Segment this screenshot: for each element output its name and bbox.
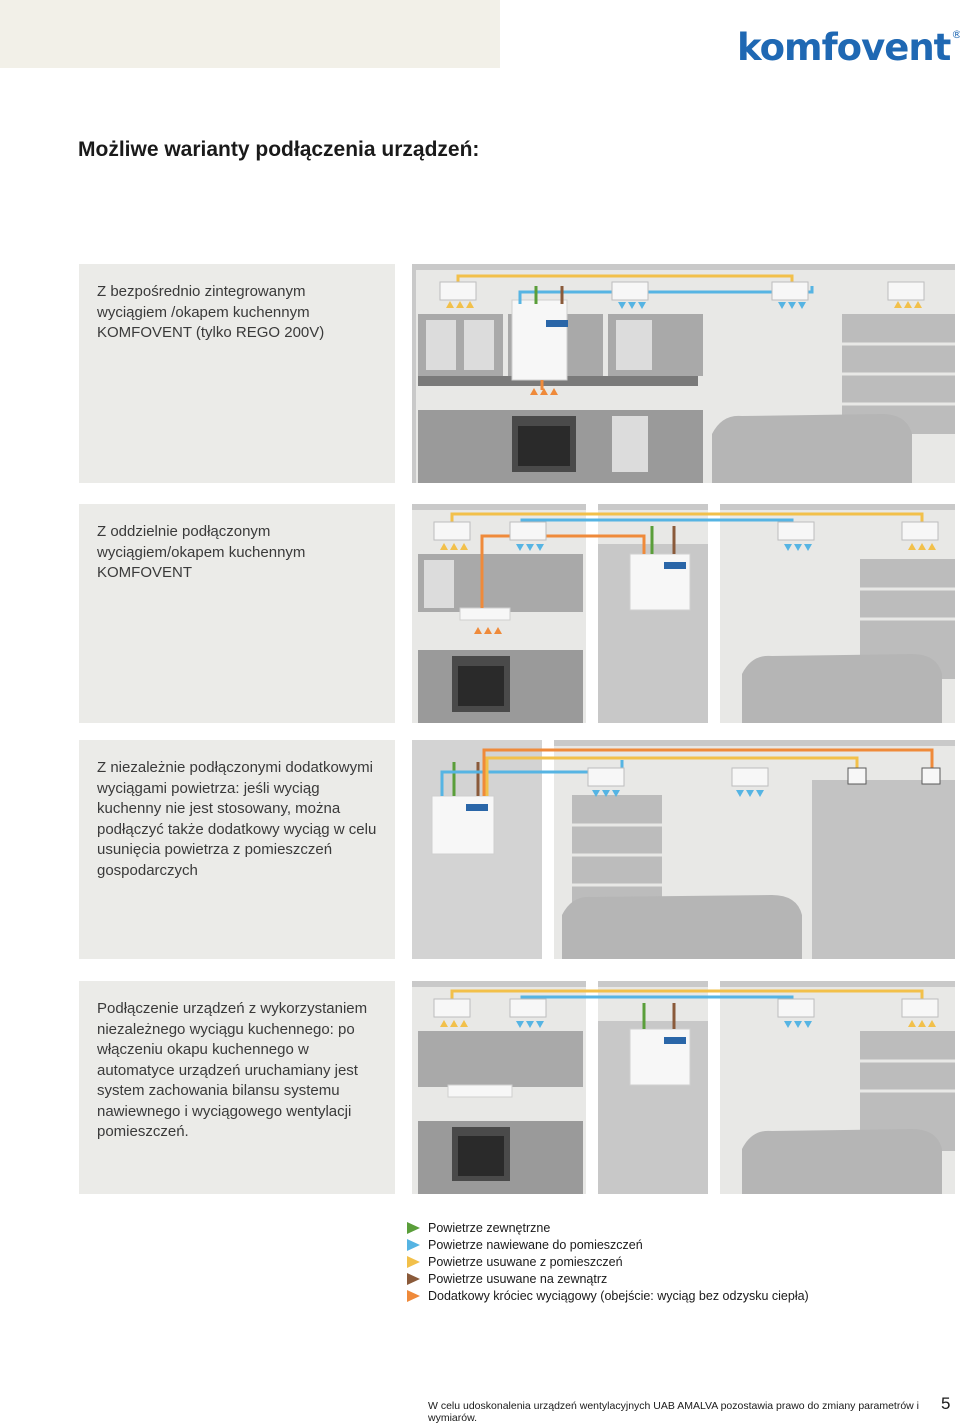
ceiling — [412, 981, 955, 987]
airflow-arrows — [446, 301, 922, 395]
section-text: Z bezpośrednio zintegrowanym wyciągiem /… — [97, 283, 325, 341]
legend-item: Dodatkowy króciec wyciągowy (obejście: w… — [407, 1287, 809, 1304]
page-title: Możliwe warianty podłączenia urządzeń: — [78, 138, 480, 161]
legend-label: Powietrze usuwane z pomieszczeń — [428, 1254, 623, 1269]
diagram-separate-hood — [412, 504, 955, 723]
diagram-additional-extracts — [412, 740, 955, 959]
logo-mark: ® — [951, 28, 960, 41]
footer-note: W celu udoskonalenia urządzeń wentylacyj… — [428, 1400, 920, 1424]
sofa — [742, 654, 942, 723]
ceiling — [412, 740, 955, 746]
page-number: 5 — [941, 1394, 951, 1413]
bypass-air-arrow-icon — [407, 1289, 420, 1302]
kitchen-hood — [447, 1084, 513, 1098]
airflow-arrows — [440, 1020, 936, 1028]
airflow-legend: Powietrze zewnętrzne Powietrze nawiewane… — [407, 1219, 809, 1304]
komfovent-logo: komfovent® — [737, 26, 960, 69]
wall-partition — [542, 740, 554, 959]
section-3-description: Z niezależnie podłączonymi dodatkowymi w… — [79, 740, 395, 959]
supply-air-arrow-icon — [407, 1238, 420, 1251]
unit-badge — [466, 804, 488, 811]
section-text: Podłączenie urządzeń z wykorzystaniem ni… — [97, 1000, 368, 1140]
diagram-integrated-hood — [412, 264, 955, 483]
unit-badge — [664, 562, 686, 569]
sofa — [562, 895, 802, 959]
ceiling — [412, 264, 955, 270]
extract-air-arrow-icon — [407, 1255, 420, 1268]
ventilation-unit — [511, 299, 568, 381]
unit-badge — [546, 320, 568, 327]
living-room-shelves — [842, 314, 955, 434]
wall-partition — [708, 981, 720, 1194]
legend-label: Powietrze zewnętrzne — [428, 1220, 551, 1235]
section-2-description: Z oddzielnie podłączonym wyciągiem/okape… — [79, 504, 395, 723]
ceiling-diffusers — [587, 767, 769, 787]
legend-label: Dodatkowy króciec wyciągowy (obejście: w… — [428, 1288, 809, 1303]
exhaust-air-arrow-icon — [407, 1272, 420, 1285]
ceiling-diffusers — [433, 998, 939, 1018]
legend-label: Powietrze usuwane na zewnątrz — [428, 1271, 608, 1286]
section-text: Z oddzielnie podłączonym wyciągiem/okape… — [97, 523, 306, 581]
wall — [412, 264, 416, 483]
legend-item: Powietrze zewnętrzne — [407, 1219, 809, 1236]
bathroom — [812, 780, 955, 959]
kitchen-cabinets — [418, 554, 583, 723]
outdoor-air-arrow-icon — [407, 1221, 420, 1234]
ceiling-diffusers — [433, 521, 939, 541]
airflow-arrows — [592, 790, 764, 797]
unit-badge — [664, 1037, 686, 1044]
wall-partition — [586, 981, 598, 1194]
section-1-description: Z bezpośrednio zintegrowanym wyciągiem /… — [79, 264, 395, 483]
extract-valve-icon — [847, 767, 941, 785]
logo-text: komfovent — [737, 26, 951, 69]
legend-label: Powietrze nawiewane do pomieszczeń — [428, 1237, 643, 1252]
ceiling — [412, 504, 955, 510]
sofa — [712, 414, 912, 483]
ceiling-diffusers — [439, 281, 925, 301]
section-4-description: Podłączenie urządzeń z wykorzystaniem ni… — [79, 981, 395, 1194]
kitchen-hood — [459, 607, 511, 621]
wall-partition — [586, 504, 598, 723]
legend-item: Powietrze nawiewane do pomieszczeń — [407, 1236, 809, 1253]
section-text: Z niezależnie podłączonymi dodatkowymi w… — [97, 759, 377, 879]
header-band — [0, 0, 500, 68]
airflow-arrows — [440, 543, 936, 634]
legend-item: Powietrze usuwane z pomieszczeń — [407, 1253, 809, 1270]
diagram-independent-hood — [412, 981, 955, 1194]
kitchen-cabinets — [418, 1031, 583, 1194]
wall-partition — [708, 504, 720, 723]
sofa — [742, 1129, 942, 1194]
legend-item: Powietrze usuwane na zewnątrz — [407, 1270, 809, 1287]
